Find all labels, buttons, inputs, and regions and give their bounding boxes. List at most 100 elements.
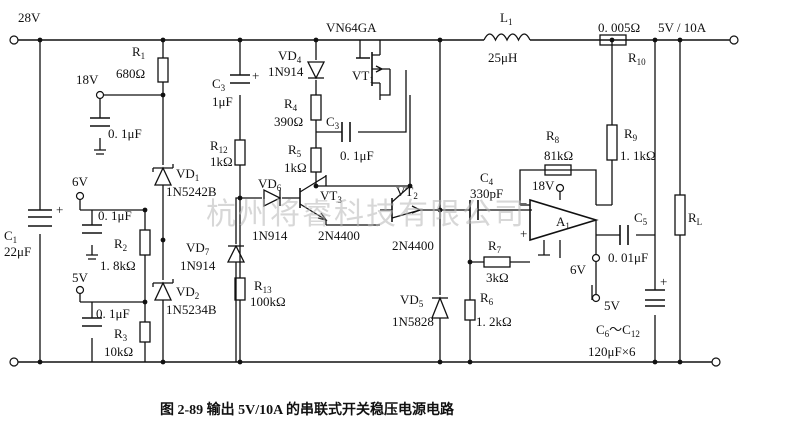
vt3-name: VT3 (320, 188, 342, 205)
r2-resistor (139, 229, 151, 256)
r9-name: R9 (624, 126, 638, 143)
opamp-ground (538, 240, 550, 256)
polarity-marks: + + + − + (56, 68, 667, 289)
r8-name: R8 (546, 128, 560, 145)
r3-name: R3 (114, 326, 128, 343)
vd5-part: 1N5828 (392, 314, 434, 329)
vd7-diode (226, 244, 246, 263)
c-18v-value: 0. 1μF (108, 126, 142, 141)
label-opamp-6v: 6V (570, 262, 587, 277)
opamp-inputs (520, 204, 530, 206)
c3b-name: C3 (326, 114, 340, 131)
r13-resistor (234, 277, 246, 301)
label-vn64ga: VN64GA (326, 20, 377, 35)
r13-name: R13 (254, 278, 272, 295)
terminal-gnd-right (711, 357, 721, 367)
c3b-value: 0. 1μF (340, 148, 374, 163)
r1-resistor (157, 57, 169, 83)
terminal-18v (95, 90, 105, 100)
vd1-zener (152, 164, 174, 186)
c5-name: C5 (634, 210, 648, 227)
label-5v-ref: 5V (604, 298, 621, 313)
ground-symbols (86, 149, 106, 260)
r9-value: 1. 1kΩ (620, 148, 656, 163)
c3a-capacitor (230, 74, 250, 84)
r3-value: 10kΩ (104, 344, 133, 359)
watermark-text: 杭州将睿科技有限公司 (206, 198, 526, 231)
terminal-opamp-18v (555, 183, 565, 193)
c-6v-capacitor (82, 224, 102, 234)
r7-resistor (483, 256, 511, 268)
vd7-name: VD7 (186, 240, 210, 257)
r12-resistor (234, 139, 246, 166)
r12-name: R12 (210, 138, 228, 155)
label-output: 5V / 10A (658, 20, 707, 35)
vt3-part: 2N4400 (318, 228, 360, 243)
vd6-part: 1N914 (252, 228, 288, 243)
c6-value: 120μF×6 (588, 344, 636, 359)
terminals (9, 35, 739, 367)
terminal-5v (75, 285, 85, 295)
r1-name: R1 (132, 44, 145, 61)
r6-value: 1. 2kΩ (476, 314, 512, 329)
r5-resistor (310, 147, 322, 173)
r1-value: 680Ω (116, 66, 145, 81)
c5-capacitor (619, 225, 629, 245)
r2-value: 1. 8kΩ (100, 258, 136, 273)
a1-opamp (529, 198, 599, 242)
r10-value: 0. 005Ω (598, 20, 640, 35)
terminal-28v (9, 35, 19, 45)
resistors (139, 34, 686, 343)
r12-value: 1kΩ (210, 154, 233, 169)
r8-value: 81kΩ (544, 148, 573, 163)
terminal-gnd-left (9, 357, 19, 367)
vd1-part: 1N5242B (166, 184, 217, 199)
r7-value: 3kΩ (486, 270, 509, 285)
label-28v: 28V (18, 10, 41, 25)
svg-text:+: + (660, 274, 667, 289)
label-5v: 5V (72, 270, 89, 285)
l1-inductor (483, 33, 531, 42)
terminal-opamp-6v (591, 253, 601, 263)
c3a-name: C3 (212, 76, 226, 93)
c-5v-capacitor (82, 317, 102, 327)
wiring (18, 39, 730, 363)
vd1-name: VD1 (176, 166, 199, 183)
labels: 28V 18V 6V 5V VN64GA 5V / 10A R1 680Ω 0.… (4, 10, 707, 359)
svg-text:+: + (520, 226, 527, 241)
vd7-part: 1N914 (180, 258, 216, 273)
r13-value: 100kΩ (250, 294, 286, 309)
c-6v-value: 0. 1μF (98, 208, 132, 223)
label-18v: 18V (76, 72, 99, 87)
vd4-name: VD4 (278, 48, 302, 65)
c4-value: 330pF (470, 186, 503, 201)
svg-text:+: + (252, 68, 259, 83)
l1-value: 25μH (488, 50, 517, 65)
vt1-mosfet (356, 52, 391, 100)
vd4-part: 1N914 (268, 64, 304, 79)
r4-resistor (310, 94, 322, 121)
c1-name: C1 (4, 228, 17, 245)
c4-capacitor (469, 200, 479, 220)
vt2-transistor (380, 185, 422, 222)
r4-name: R4 (284, 96, 298, 113)
junction-dots (37, 37, 683, 365)
vt1-name: VT1 (352, 68, 374, 85)
r4-value: 390Ω (274, 114, 303, 129)
svg-text:+: + (56, 202, 63, 217)
r9-resistor (606, 124, 618, 161)
terminal-6v (75, 191, 85, 201)
r6-resistor (464, 299, 476, 321)
r6-name: R6 (480, 290, 494, 307)
label-opamp-18v: 18V (532, 178, 555, 193)
c1-capacitor (28, 209, 52, 227)
rl-resistor (674, 194, 686, 236)
c5-value: 0. 01μF (608, 250, 648, 265)
vd2-part: 1N5234B (166, 302, 217, 317)
vd6-diode (263, 188, 282, 208)
vd5-name: VD5 (400, 292, 424, 309)
figure-caption: 图 2-89 输出 5V/10A 的串联式开关稳压电源电路 (160, 401, 455, 418)
vt3-transistor (299, 175, 328, 225)
r2-name: R2 (114, 236, 127, 253)
